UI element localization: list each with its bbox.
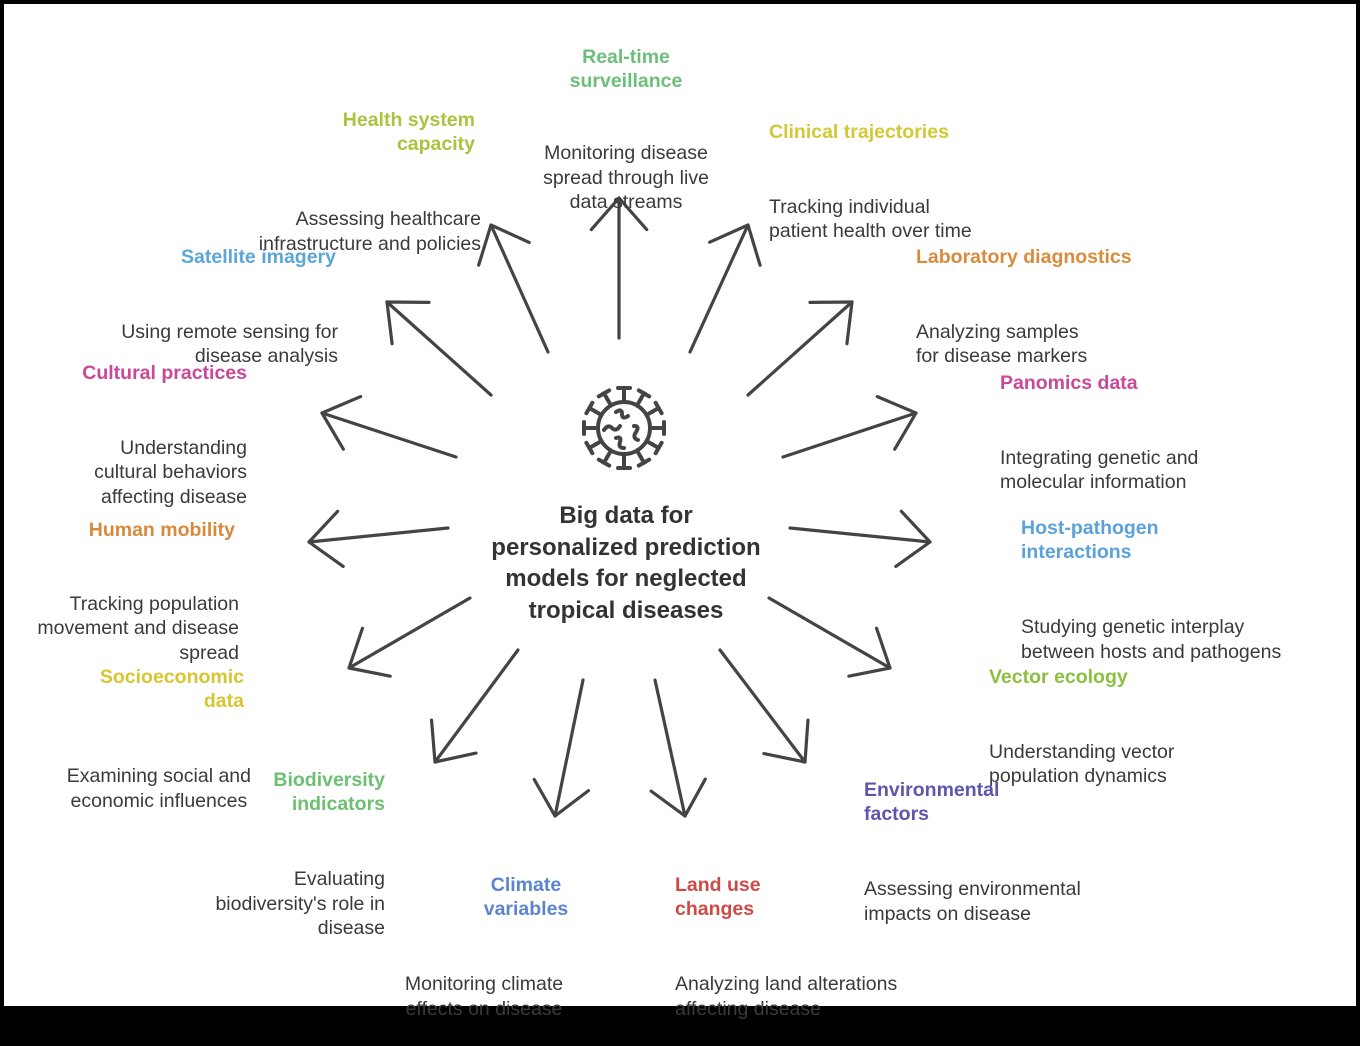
node-desc: Tracking population movement and disease… (37, 592, 239, 664)
arrow-head (429, 718, 478, 764)
center-title: Big data for personalized prediction mod… (491, 502, 761, 624)
arrow-head (649, 777, 707, 818)
node-title: Human mobility (88, 518, 235, 541)
arrow-head (894, 509, 932, 569)
node-title: Satellite imagery (181, 245, 336, 268)
arrow-head (347, 626, 392, 678)
node-title: Clinical trajectories (769, 120, 949, 143)
arrow-5 (767, 596, 892, 678)
node-human-mobility: Human mobility Tracking population movem… (37, 493, 239, 690)
arrow-head (532, 777, 591, 818)
arrow-14 (477, 223, 550, 354)
node-clinical-trajectories: Clinical trajectories Tracking individua… (769, 95, 972, 268)
node-desc: Using remote sensing for disease analysi… (121, 320, 338, 368)
arrow-shaft (688, 223, 750, 354)
arrow-head (708, 223, 762, 267)
arrow-shaft (553, 678, 585, 818)
node-real-time-surveillance: Real-time surveillance Monitoring diseas… (516, 20, 736, 239)
node-title: Host-pathogen interactions (1021, 516, 1159, 564)
arrow-13 (385, 300, 493, 397)
node-health-system-capacity: Health system capacity Assessing healthc… (259, 83, 481, 281)
node-host-pathogen-interactions: Host-pathogen interactions Studying gene… (1021, 491, 1281, 689)
arrow-0 (589, 196, 649, 340)
node-title: Environmental factors (864, 778, 1000, 826)
node-desc: Integrating genetic and molecular inform… (1000, 446, 1199, 494)
arrow-7 (649, 678, 707, 818)
arrow-shaft (320, 411, 458, 459)
arrow-head (847, 626, 892, 678)
node-climate-variables: Climate variables Monitoring climate eff… (384, 848, 584, 1046)
arrow-6 (718, 648, 810, 764)
node-desc: Analyzing land alterations affecting dis… (675, 973, 898, 1020)
arrow-head (307, 509, 345, 568)
arrow-shaft (781, 411, 918, 459)
node-land-use-changes: Land use changes Analyzing land alterati… (675, 848, 897, 1046)
arrow-shaft (788, 526, 932, 544)
virus-icon (582, 386, 666, 470)
arrow-shaft (433, 648, 520, 764)
node-desc: Monitoring climate effects on disease (404, 973, 564, 1020)
arrow-shaft (385, 300, 493, 397)
node-satellite-imagery: Satellite imagery Using remote sensing f… (121, 220, 338, 393)
node-biodiversity-indicators: Biodiversity indicators Evaluating biodi… (215, 743, 385, 965)
node-title: Land use changes (675, 873, 761, 921)
node-desc: Assessing environmental impacts on disea… (864, 878, 1081, 925)
node-title: Cultural practices (82, 361, 247, 384)
node-desc: Monitoring disease spread through live d… (543, 142, 709, 213)
arrow-head (808, 300, 854, 346)
node-socioeconomic-data: Socioeconomic data Examining social and … (67, 640, 251, 838)
arrow-9 (429, 648, 520, 764)
arrow-shaft (718, 648, 807, 764)
arrow-shaft (746, 300, 854, 397)
node-desc: Understanding vector population dynamics (989, 740, 1175, 788)
arrow-head (875, 395, 918, 451)
node-title: Socioeconomic data (99, 665, 244, 713)
arrow-head (477, 223, 531, 267)
arrow-shaft (347, 596, 472, 670)
node-title: Panomics data (1000, 371, 1138, 394)
node-title: Vector ecology (989, 665, 1128, 688)
node-laboratory-diagnostics: Laboratory diagnostics Analyzing samples… (916, 220, 1132, 393)
arrow-8 (532, 678, 591, 818)
arrow-3 (781, 395, 918, 459)
node-desc: Evaluating biodiversity's role in diseas… (215, 868, 385, 939)
node-title: Laboratory diagnostics (916, 245, 1132, 268)
arrow-head (762, 718, 810, 764)
arrow-11 (307, 509, 450, 568)
node-title: Real-time surveillance (569, 45, 683, 93)
node-title: Biodiversity indicators (273, 768, 385, 816)
arrow-4 (788, 509, 932, 569)
node-vector-ecology: Vector ecology Understanding vector popu… (989, 640, 1174, 813)
arrow-10 (347, 596, 472, 678)
node-title: Climate variables (483, 873, 569, 921)
node-desc: Studying genetic interplay between hosts… (1021, 616, 1282, 663)
arrow-shaft (489, 223, 550, 354)
arrow-1 (688, 223, 762, 354)
node-environmental-factors: Environmental factors Assessing environm… (864, 753, 1081, 951)
arrow-shaft (767, 596, 892, 670)
node-desc: Assessing healthcare infrastructure and … (258, 208, 481, 255)
arrow-head (320, 394, 363, 451)
arrow-head (589, 196, 649, 232)
node-desc: Tracking individual patient health over … (769, 195, 972, 243)
node-panomics-data: Panomics data Integrating genetic and mo… (1000, 346, 1198, 519)
node-title: Health system capacity (342, 108, 475, 156)
arrow-12 (320, 394, 458, 459)
diagram-canvas: Big data for personalized prediction mod… (4, 4, 1356, 1020)
arrows-layer (307, 196, 932, 818)
arrow-shaft (307, 526, 450, 544)
arrow-2 (746, 300, 854, 397)
node-desc: Understanding cultural behaviors affecti… (94, 436, 247, 508)
arrow-head (385, 300, 431, 346)
arrow-shaft (653, 678, 687, 818)
node-desc: Analyzing samples for disease markers (916, 320, 1088, 368)
node-desc: Examining social and economic influences (66, 765, 251, 812)
node-cultural-practices: Cultural practices Understanding cultura… (82, 336, 247, 534)
